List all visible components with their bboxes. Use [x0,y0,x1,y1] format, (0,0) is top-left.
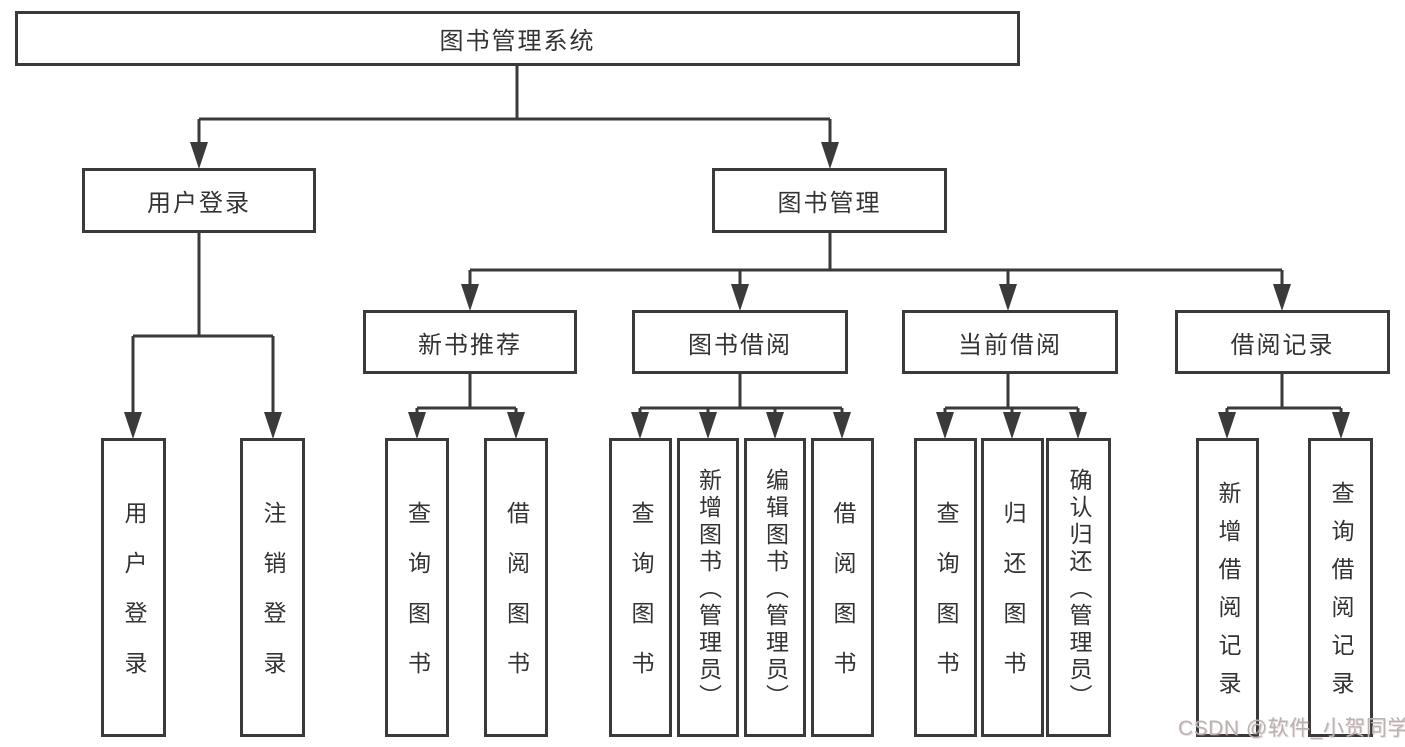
leaf-current-query-books-label: 查询图书 [933,501,959,701]
leaf-add-borrow-record-label: 新增借阅记录 [1215,481,1241,709]
leaf-query-borrow-record: 查询借阅记录 [1308,438,1373,737]
node-user-login-label: 用户登录 [147,190,251,217]
node-current-borrowing: 当前借阅 [902,310,1118,374]
node-new-book-recommend: 新书推荐 [363,310,577,374]
node-book-borrowing: 图书借阅 [632,310,848,374]
leaf-query-borrow-record-label: 查询借阅记录 [1328,481,1354,709]
leaf-logout-label: 注销登录 [260,501,286,701]
leaf-current-query-books: 查询图书 [914,438,977,737]
node-book-management: 图书管理 [712,168,947,233]
arrow-heads [124,142,1350,439]
leaf-add-books-admin-label: 新增图书（管理员） [695,468,722,711]
leaf-confirm-return-admin-label: 确认归还（管理员） [1066,468,1092,711]
leaf-add-books-admin: 新增图书（管理员） [677,438,739,737]
leaf-return-books-label: 归还图书 [1000,501,1026,701]
leaf-add-borrow-record: 新增借阅记录 [1196,438,1259,737]
leaf-user-login-label: 用户登录 [121,501,147,701]
leaf-borrow-books-label: 借阅图书 [830,501,856,701]
node-book-management-label: 图书管理 [777,190,882,217]
node-book-borrowing-label: 图书借阅 [688,331,792,359]
node-library-system: 图书管理系统 [15,11,1020,66]
leaf-borrowing-query-books-label: 查询图书 [628,501,654,701]
watermark: CSDN @软件_小贺同学 [1178,717,1405,740]
node-library-system-label: 图书管理系统 [439,28,596,55]
node-borrowing-records-label: 借阅记录 [1230,331,1335,359]
leaf-recommend-query-books: 查询图书 [385,438,449,737]
leaf-return-books: 归还图书 [981,438,1044,737]
leaf-user-login: 用户登录 [101,438,166,737]
leaf-edit-books-admin-label: 编辑图书（管理员） [762,468,789,711]
leaf-recommend-query-books-label: 查询图书 [404,501,431,701]
node-user-login: 用户登录 [82,168,316,233]
leaf-borrowing-query-books: 查询图书 [609,438,672,737]
node-current-borrowing-label: 当前借阅 [958,331,1062,359]
leaf-confirm-return-admin: 确认归还（管理员） [1046,438,1111,737]
node-borrowing-records: 借阅记录 [1175,310,1390,374]
leaf-edit-books-admin: 编辑图书（管理员） [744,438,806,737]
leaf-borrow-books: 借阅图书 [811,438,874,737]
node-new-book-recommend-label: 新书推荐 [418,331,522,359]
leaf-logout: 注销登录 [240,438,305,737]
leaf-recommend-borrow-books: 借阅图书 [484,438,548,737]
leaf-recommend-borrow-books-label: 借阅图书 [503,501,530,701]
